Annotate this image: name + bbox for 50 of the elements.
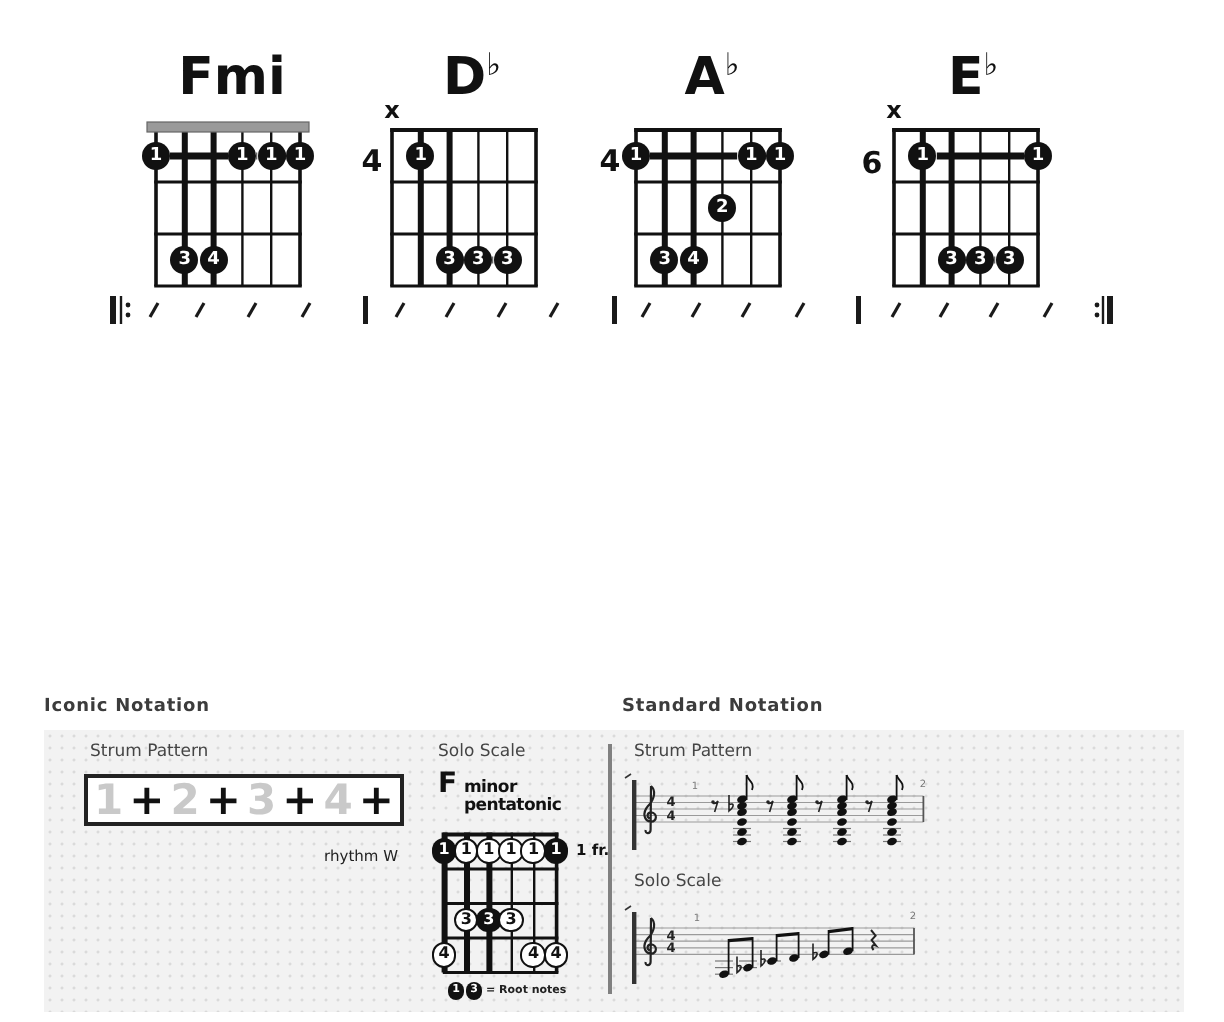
muted-string-mark: x [384, 98, 400, 122]
section-heading: Iconic Notation [44, 699, 210, 717]
barre-line [492, 256, 494, 264]
finger-dot: 1 [142, 142, 170, 170]
muted-string-mark: x [886, 98, 902, 122]
section-label: Solo Scale [634, 873, 722, 891]
section-heading: Standard Notation [622, 699, 824, 717]
section-label: Strum Pattern [90, 743, 209, 761]
finger-dot: 3 [966, 246, 995, 274]
finger-dot: 1 [766, 142, 794, 170]
fret-number: 4 [599, 147, 621, 177]
barre-line [994, 256, 996, 264]
finger-dot: 4 [199, 246, 228, 274]
finger-dot: 2 [708, 194, 737, 222]
fret-number: 4 [361, 147, 383, 177]
finger-dot: 3 [650, 246, 679, 274]
finger-dot: 3 [435, 246, 464, 274]
finger-dot: 4 [679, 246, 708, 274]
finger-dot: 3 [937, 246, 966, 274]
finger-dot: 1 [286, 142, 314, 170]
barre-line [256, 152, 258, 160]
finger-dot: 3 [493, 246, 522, 274]
finger-dot: 1 [406, 142, 435, 170]
barre-line [936, 152, 1024, 160]
barre-line [285, 152, 286, 160]
chord-name: Fmi [178, 51, 286, 103]
scale-key-letter: F [437, 770, 458, 798]
chord-name: E$^{♭}$ [947, 51, 999, 103]
finger-dot: 3 [170, 246, 199, 274]
finger-dot: 1 [1024, 142, 1052, 170]
finger-dot: 1 [737, 142, 766, 170]
section-label: Strum Pattern [634, 743, 753, 761]
and-count: + [358, 779, 394, 821]
barre-line [650, 152, 738, 160]
finger-dot: 1 [257, 142, 286, 170]
barre-line [170, 152, 229, 160]
chord-name: D$^{♭}$ [443, 51, 501, 103]
finger-dot: 3 [464, 246, 493, 274]
section-label: Solo Scale [438, 743, 526, 761]
and-count: + [129, 779, 165, 821]
finger-dot: 1 [228, 142, 257, 170]
fret-number: 6 [861, 149, 883, 179]
barre-line [765, 152, 766, 160]
and-count: + [282, 779, 318, 821]
chord-name: A$^{♭}$ [684, 51, 740, 103]
and-count: + [205, 779, 241, 821]
finger-dot: 1 [908, 142, 937, 170]
finger-dot: 1 [622, 142, 650, 170]
scale-name: minor pentatonic [463, 779, 564, 817]
finger-dot: 3 [995, 246, 1024, 274]
